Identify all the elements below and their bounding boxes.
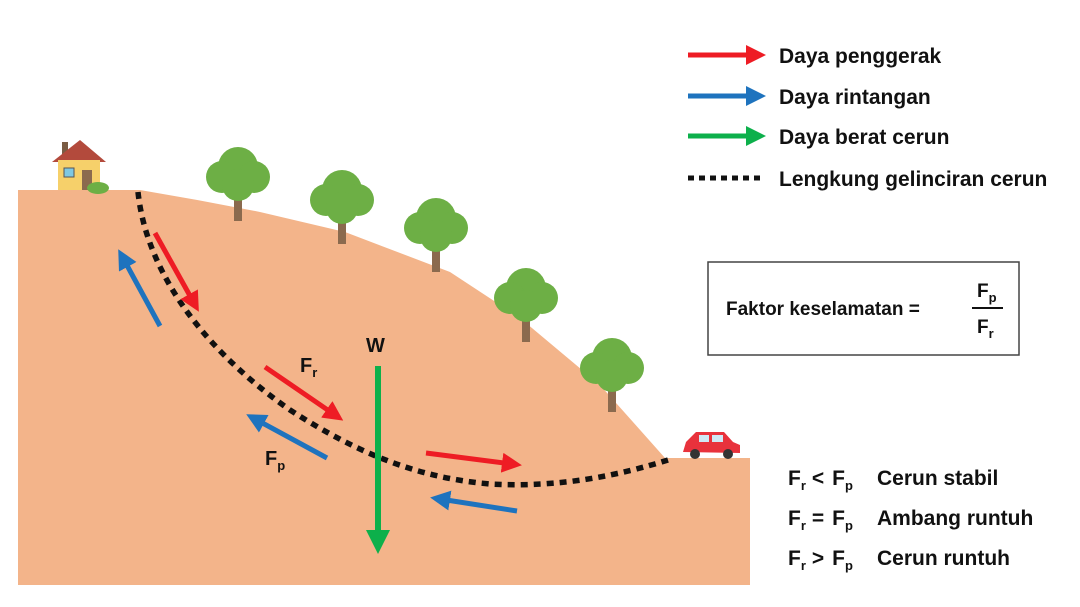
slip-curve bbox=[135, 191, 669, 488]
fr-label: Fr bbox=[300, 355, 317, 380]
legend: Daya penggerak Daya rintangan Daya berat… bbox=[688, 45, 1047, 191]
resisting-force-arrow bbox=[430, 490, 518, 514]
slope-ground bbox=[18, 190, 750, 585]
safety-factor-box: Faktor keselamatan = Fp Fr bbox=[707, 261, 1020, 356]
condition-relation: Fr>Fp bbox=[788, 547, 853, 573]
tree-icon bbox=[310, 170, 374, 244]
weight-label: W bbox=[366, 335, 385, 357]
legend-label-weight: Daya berat cerun bbox=[779, 126, 949, 149]
tree-icon bbox=[404, 198, 468, 272]
condition-relation: Fr<Fp bbox=[788, 467, 853, 493]
tree-icon bbox=[206, 147, 270, 221]
condition-text: Cerun runtuh bbox=[877, 547, 1010, 570]
driving-force-arrow bbox=[152, 231, 199, 312]
resisting-force-arrow bbox=[118, 249, 163, 328]
car-icon bbox=[683, 432, 740, 459]
driving-force-arrow bbox=[425, 450, 522, 473]
legend-label-driving: Daya penggerak bbox=[779, 45, 942, 68]
tree-icon bbox=[494, 268, 558, 342]
condition-relation: Fr=Fp bbox=[788, 507, 853, 533]
tree-icon bbox=[580, 338, 644, 412]
conditions-list: Fr<Fp Cerun stabil Fr=Fp Ambang runtuh F… bbox=[788, 467, 1033, 573]
house-icon bbox=[52, 140, 109, 194]
formula-denominator: Fr bbox=[977, 317, 994, 341]
formula-lhs: Faktor keselamatan = bbox=[726, 299, 920, 320]
legend-label-resisting: Daya rintangan bbox=[779, 86, 931, 109]
driving-force-arrow bbox=[263, 364, 344, 421]
legend-label-slip: Lengkung gelinciran cerun bbox=[779, 168, 1047, 191]
fp-label: Fp bbox=[265, 448, 285, 473]
formula-numerator: Fp bbox=[977, 281, 997, 305]
resisting-force-arrow bbox=[246, 414, 329, 461]
condition-text: Ambang runtuh bbox=[877, 507, 1033, 530]
condition-text: Cerun stabil bbox=[877, 467, 998, 490]
